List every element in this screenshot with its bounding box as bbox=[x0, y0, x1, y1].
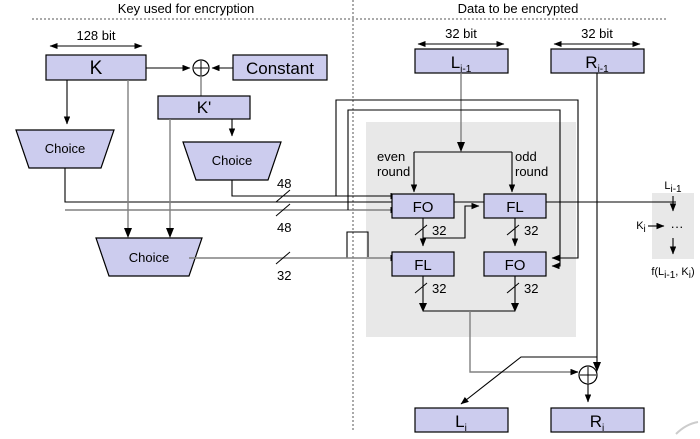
arrowhead-rprev-xor bbox=[593, 362, 601, 372]
bus-label-32: 32 bbox=[277, 268, 291, 283]
function-block-fo-odd-label: FO bbox=[505, 257, 526, 274]
choice-block-3-label: Choice bbox=[129, 250, 169, 265]
header-data-section: Data to be encrypted bbox=[458, 1, 579, 16]
slash-odd-top-out bbox=[506, 224, 520, 236]
key-box-k[interactable] bbox=[45, 54, 147, 81]
choice-block-1-label: Choice bbox=[45, 141, 85, 156]
dimension-label-128bit: 128 bit bbox=[76, 28, 115, 43]
slash-even-top-out bbox=[414, 224, 428, 236]
arrowhead-lprev-split bbox=[457, 142, 465, 152]
data-box-l-next-label: Li bbox=[455, 412, 467, 434]
legend-key-label: Ki bbox=[636, 220, 646, 235]
legend-input-label: Li-1 bbox=[664, 180, 682, 195]
choice-block-2-label: Choice bbox=[212, 153, 252, 168]
function-block-fl-even-label: FL bbox=[414, 257, 432, 274]
constant-box[interactable] bbox=[232, 54, 328, 81]
width-label-odd-bottom: 32 bbox=[524, 281, 538, 296]
bus-slash-32 bbox=[275, 251, 291, 265]
choice-block-3[interactable] bbox=[95, 237, 203, 277]
corner-arc-artifact bbox=[675, 421, 699, 435]
bus-label-lower-48: 48 bbox=[277, 220, 291, 235]
wire-key-feedback-lower bbox=[347, 109, 561, 270]
wire-round-output-to-xor bbox=[469, 311, 579, 376]
data-box-l-next[interactable] bbox=[414, 407, 509, 433]
function-block-fl-odd-label: FL bbox=[506, 199, 524, 216]
dimension-label-right-32bit: 32 bit bbox=[581, 26, 613, 41]
bus-slash-lower-48 bbox=[275, 203, 291, 217]
legend-output-label: f(Li-1, Ki) bbox=[651, 266, 694, 281]
function-block-fl-odd[interactable] bbox=[483, 193, 547, 219]
data-box-r-next-label: Ri bbox=[590, 412, 605, 434]
wire-choice2-output-48 bbox=[231, 180, 399, 200]
bus-slash-upper-48 bbox=[275, 189, 291, 203]
choice-block-1[interactable] bbox=[15, 129, 115, 169]
width-label-even-bottom: 32 bbox=[432, 281, 446, 296]
dimension-label-left-32bit: 32 bit bbox=[445, 26, 477, 41]
wire-key-feedback-upper bbox=[335, 99, 579, 262]
legend-body-dots: ··· bbox=[671, 219, 684, 234]
function-block-fo-even-label: FO bbox=[413, 199, 434, 216]
slash-even-bottom-out bbox=[414, 282, 428, 294]
label-even-round-line1: even bbox=[377, 149, 405, 164]
label-odd-round-line1: odd bbox=[515, 149, 537, 164]
data-box-r-prev-label: Ri-1 bbox=[585, 53, 609, 75]
key-box-kprime-label: K' bbox=[197, 98, 212, 117]
key-box-k-label: K bbox=[90, 58, 103, 79]
choice-block-2[interactable] bbox=[182, 141, 282, 181]
wire-cross-fo-even-to-fl-odd bbox=[423, 202, 480, 239]
data-box-l-prev[interactable] bbox=[414, 48, 509, 74]
width-label-odd-top: 32 bbox=[524, 223, 538, 238]
constant-box-label: Constant bbox=[246, 59, 314, 78]
wire-choice1-output bbox=[64, 168, 676, 203]
bus-label-upper-48: 48 bbox=[277, 176, 291, 191]
wire-rprev-to-li-diagonal bbox=[460, 356, 597, 405]
width-label-even-top: 32 bbox=[432, 223, 446, 238]
header-key-section: Key used for encryption bbox=[118, 1, 255, 16]
arrowhead-fl-even-out bbox=[419, 303, 427, 312]
function-block-fo-even[interactable] bbox=[391, 193, 455, 219]
data-box-r-next[interactable] bbox=[550, 407, 645, 433]
slash-odd-bottom-out bbox=[506, 282, 520, 294]
data-box-l-prev-label: Li-1 bbox=[451, 53, 472, 75]
label-odd-round-line2: round bbox=[515, 164, 548, 179]
arrowhead-kprime-choice3 bbox=[166, 228, 174, 238]
arrowhead-k-choice3 bbox=[124, 228, 132, 238]
label-even-round-line2: round bbox=[377, 164, 410, 179]
key-box-kprime[interactable] bbox=[157, 95, 251, 120]
arrowhead-fo-odd-out bbox=[511, 303, 519, 312]
function-block-fo-odd[interactable] bbox=[483, 251, 547, 277]
round-function-region bbox=[366, 122, 576, 337]
